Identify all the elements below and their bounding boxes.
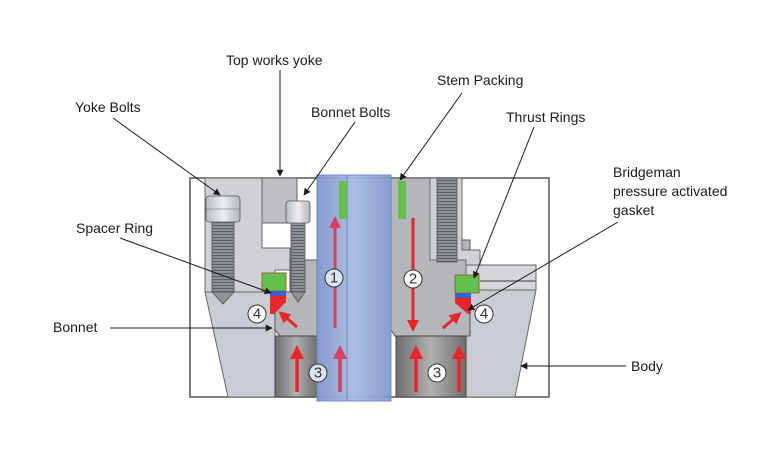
- stem-packing-left: [339, 181, 347, 219]
- callout-1-number: 1: [330, 270, 338, 287]
- label-thrust-rings: Thrust Rings: [506, 109, 586, 125]
- label-bonnet-bolts: Bonnet Bolts: [311, 104, 391, 120]
- leader-spacer-ring: [119, 237, 272, 295]
- callout-4-right: 4: [474, 304, 494, 324]
- right-bolt: [436, 177, 458, 263]
- gasket-right: [455, 298, 471, 314]
- bonnet-bolt: [285, 200, 311, 303]
- label-spacer-ring: Spacer Ring: [76, 220, 154, 236]
- callout-2: 2: [403, 269, 423, 289]
- label-bridgeman-gasket: Bridgeman pressure activated gasket: [613, 164, 728, 218]
- leader-lines: [110, 70, 626, 370]
- thrust-ring-left: [261, 272, 287, 292]
- callout-4-left: 4: [247, 304, 267, 324]
- callout-4-right-number: 4: [480, 306, 488, 323]
- callout-3-left-number: 3: [314, 365, 322, 382]
- callout-3-right-number: 3: [433, 365, 441, 382]
- callout-2-number: 2: [409, 271, 417, 288]
- leader-thrust-rings: [473, 126, 535, 279]
- leader-bonnet-bolts: [303, 121, 356, 196]
- gasket-left: [270, 296, 286, 314]
- gasket-force-arrow: [278, 311, 298, 329]
- label-stem-packing: Stem Packing: [437, 72, 524, 88]
- thrust-ring-right: [454, 274, 480, 294]
- yoke-bolt: [205, 195, 241, 305]
- gasket-force-arrow: [442, 312, 462, 330]
- label-top-works-yoke: Top works yoke: [226, 52, 323, 68]
- valve-stem: [316, 174, 392, 402]
- label-bonnet: Bonnet: [53, 319, 98, 335]
- leader-stem-packing: [399, 92, 463, 181]
- leader-bridgeman-gasket: [467, 221, 619, 311]
- callout-4-left-number: 4: [253, 306, 261, 323]
- stem-packing-right: [398, 181, 406, 219]
- spacer-ring-left: [270, 291, 286, 296]
- callout-3-right: 3: [427, 363, 447, 383]
- callout-3-left: 3: [308, 363, 328, 383]
- leader-yoke-bolts: [112, 117, 221, 196]
- label-body: Body: [631, 358, 663, 374]
- spacer-ring-right: [455, 293, 471, 298]
- callout-1: 1: [324, 268, 344, 288]
- label-yoke-bolts: Yoke Bolts: [75, 99, 141, 115]
